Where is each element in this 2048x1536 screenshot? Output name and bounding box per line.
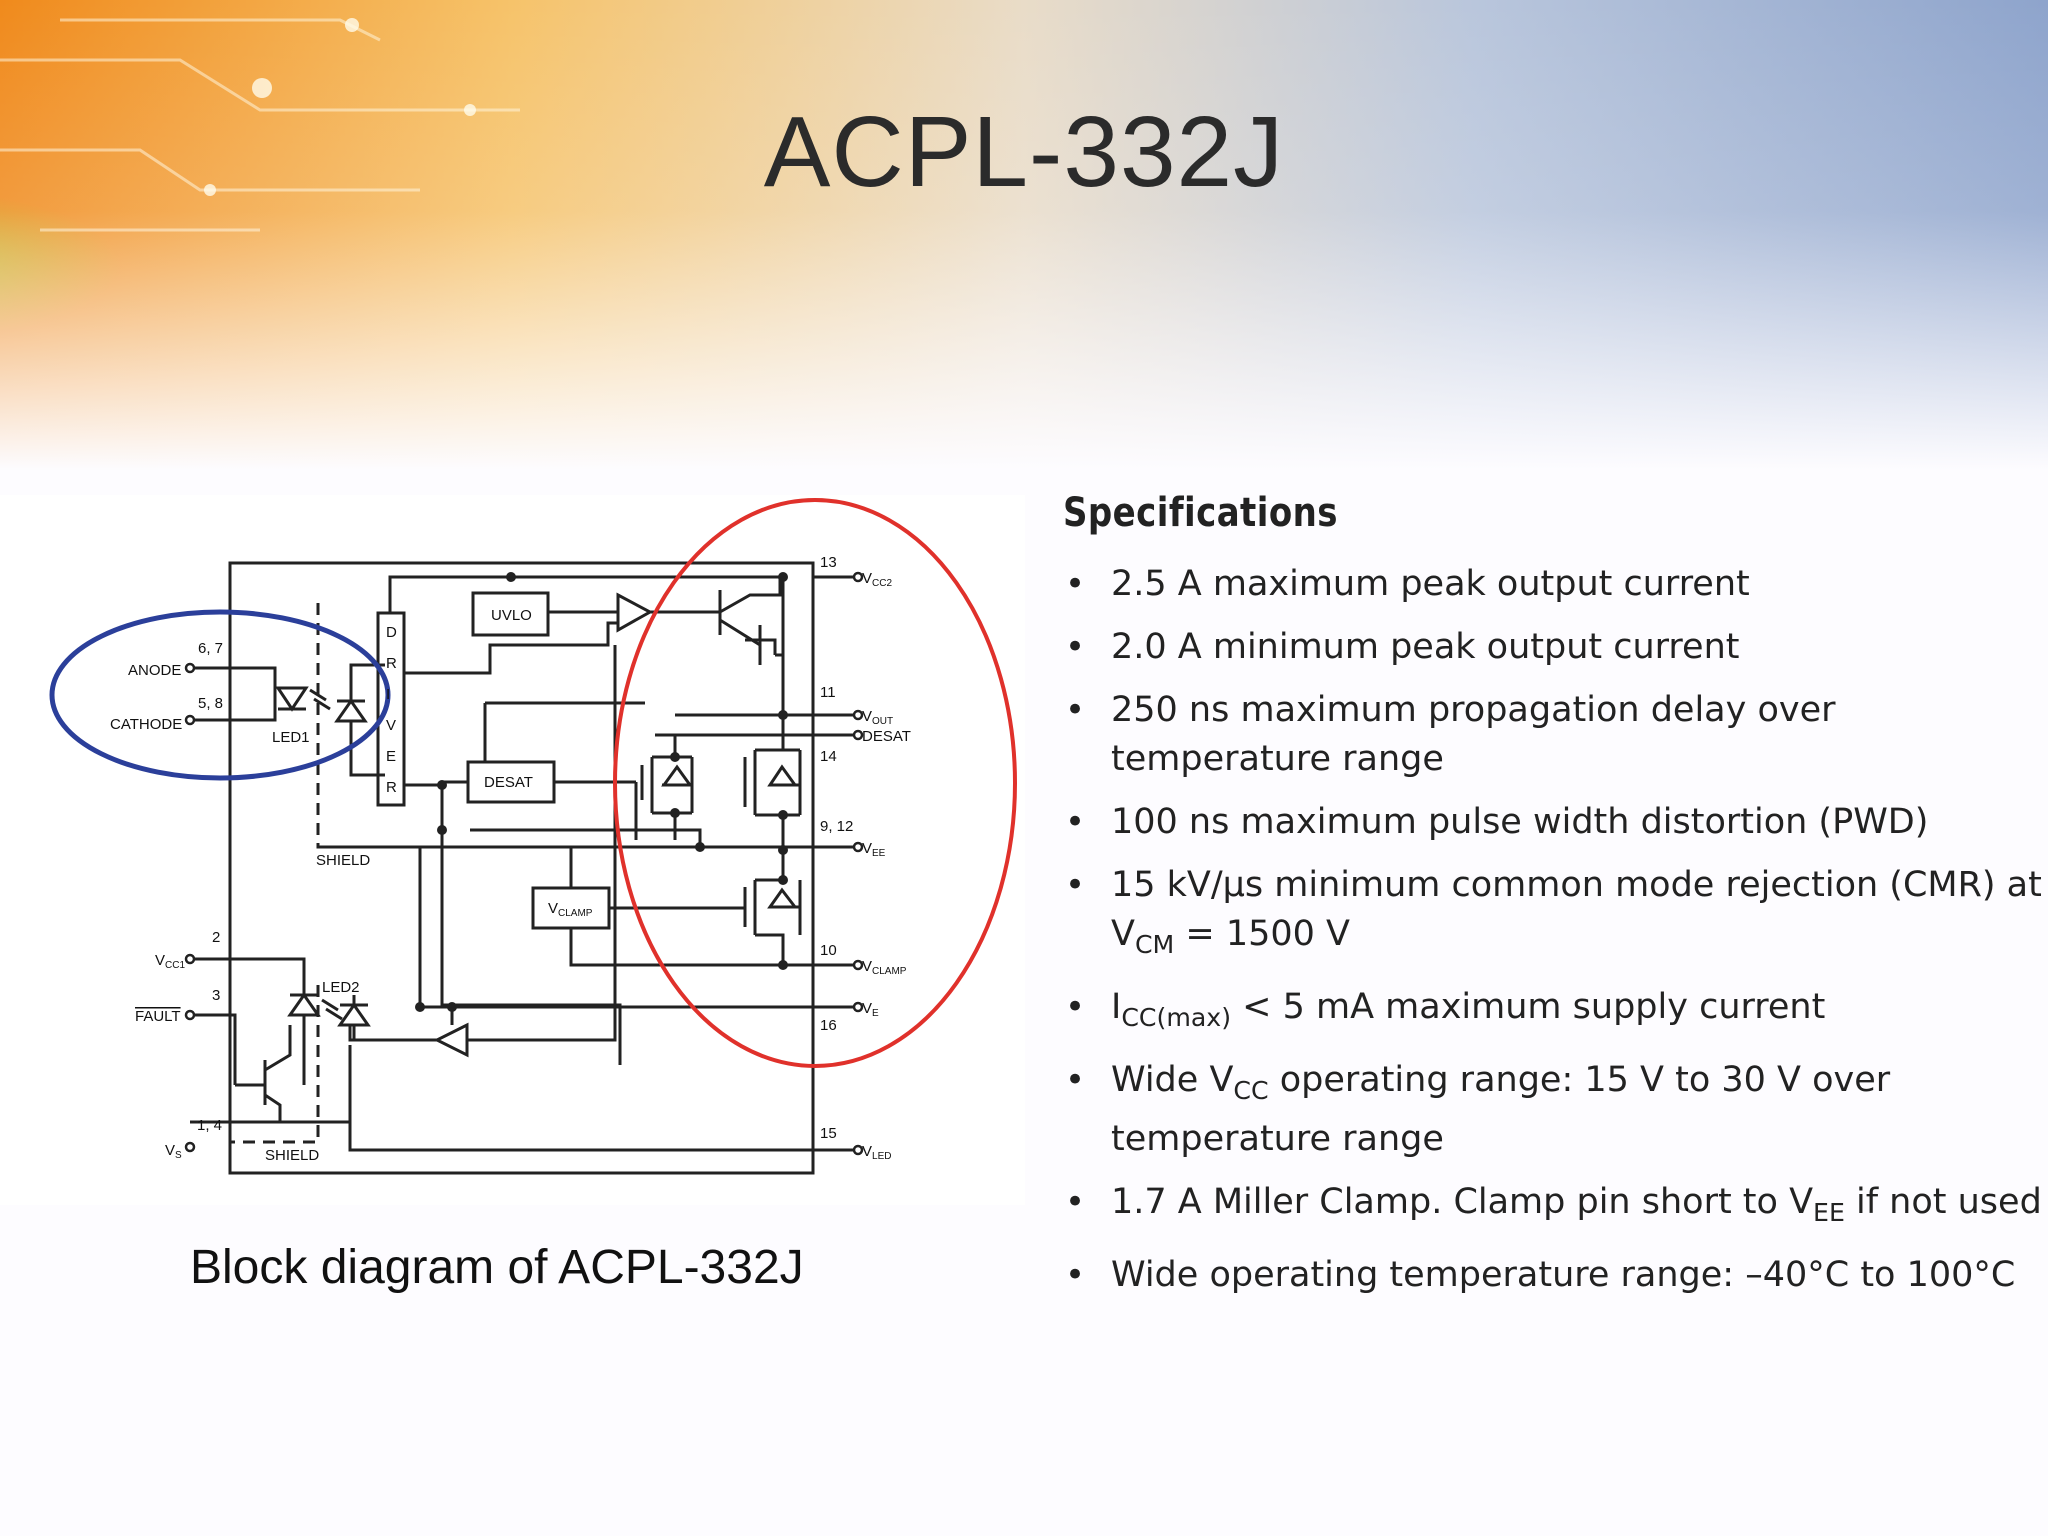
- ve-pin-number: 16: [820, 1017, 837, 1034]
- block-diagram-svg: 6, 7 ANODE 5, 8 CATHODE LED1 SHIELD 2 VC…: [49, 498, 1017, 1175]
- spec-text: 15 kV/μs minimum common mode rejection (…: [1111, 865, 2042, 959]
- uvlo-block: [471, 591, 550, 637]
- bullet-icon: •: [1065, 690, 1086, 730]
- input-highlight-ellipse: [49, 609, 391, 781]
- vs-pin-number: 1, 4: [197, 1117, 222, 1134]
- spec-item: • 100 ns maximum pulse width distortion (…: [1055, 798, 2045, 847]
- comparator-icon: [433, 1022, 469, 1058]
- vcc2-pin-number: 13: [820, 554, 837, 571]
- led2-label: LED2: [322, 979, 360, 996]
- spec-item: • 250 ns maximum propagation delay over t…: [1055, 686, 2045, 784]
- driver-letter: R: [386, 779, 397, 796]
- shield-label-bottom: SHIELD: [265, 1147, 319, 1164]
- ve-label: VE: [862, 1000, 879, 1019]
- bullet-icon: •: [1065, 802, 1086, 842]
- block-diagram: 6, 7 ANODE 5, 8 CATHODE LED1 SHIELD 2 VC…: [0, 495, 1025, 1205]
- vout-label: VOUT: [862, 708, 893, 727]
- spec-text: 2.5 A maximum peak output current: [1111, 564, 1750, 604]
- spec-item: • ICC(max) < 5 mA maximum supply current: [1055, 983, 2045, 1042]
- vcc2-label: VCC2: [862, 570, 892, 589]
- spec-text: 100 ns maximum pulse width distortion (P…: [1111, 802, 1929, 842]
- spec-text: ICC(max) < 5 mA maximum supply current: [1111, 987, 1826, 1032]
- spec-text: 2.0 A minimum peak output current: [1111, 627, 1740, 667]
- vled-pin-number: 15: [820, 1125, 837, 1142]
- bullet-icon: •: [1065, 1060, 1086, 1100]
- shield-label-top: SHIELD: [316, 852, 370, 869]
- bullet-icon: •: [1065, 987, 1086, 1027]
- led2-icon: [287, 992, 321, 1017]
- vcc1-label: VCC1: [155, 952, 185, 971]
- spec-item: • 2.5 A maximum peak output current: [1055, 560, 2045, 609]
- led1-label: LED1: [272, 729, 310, 746]
- slide-title: ACPL-332J: [763, 96, 1285, 208]
- bullet-icon: •: [1065, 1182, 1086, 1222]
- anode-label: ANODE: [128, 662, 181, 679]
- vee-pin-number: 9, 12: [820, 818, 853, 835]
- uvlo-label: UVLO: [491, 607, 532, 624]
- driver-letter: V: [386, 717, 396, 734]
- vee-label: VEE: [862, 840, 886, 859]
- specifications-heading: Specifications: [1063, 490, 1338, 536]
- bullet-icon: •: [1065, 627, 1086, 667]
- vclamp-block-label: VCLAMP: [548, 900, 593, 919]
- spec-item: • 15 kV/μs minimum common mode rejection …: [1055, 861, 2045, 969]
- diagram-caption: Block diagram of ACPL-332J: [190, 1241, 804, 1294]
- driver-letter: I: [386, 686, 390, 703]
- photodiode-icon: [334, 698, 368, 723]
- anode-pin-number: 6, 7: [198, 640, 223, 657]
- bullet-icon: •: [1065, 1255, 1086, 1295]
- cathode-pin-number: 5, 8: [198, 695, 223, 712]
- driver-letter: E: [386, 748, 396, 765]
- fault-label: FAULT: [135, 1008, 181, 1025]
- driver-letter: D: [386, 624, 397, 641]
- spec-item: • Wide operating temperature range: –40°C…: [1055, 1251, 2045, 1300]
- vclamp-pin-label: VCLAMP: [862, 958, 907, 977]
- driver-letter: R: [386, 655, 397, 672]
- spec-text: Wide VCC operating range: 15 V to 30 V o…: [1111, 1060, 1891, 1159]
- desat-block-label: DESAT: [484, 774, 533, 791]
- led1-icon: [275, 686, 309, 712]
- vclamp-pin-number: 10: [820, 942, 837, 959]
- spec-text: Wide operating temperature range: –40°C …: [1111, 1255, 2016, 1295]
- specifications-list: • 2.5 A maximum peak output current • 2.0 A…: [1055, 560, 2045, 1300]
- fault-pin-number: 3: [212, 987, 220, 1004]
- spec-item: • 1.7 A Miller Clamp. Clamp pin short to …: [1055, 1178, 2045, 1237]
- spec-text: 250 ns maximum propagation delay over te…: [1111, 690, 1836, 779]
- cathode-label: CATHODE: [110, 716, 182, 733]
- bullet-icon: •: [1065, 564, 1086, 604]
- desat-pin-number: 14: [820, 748, 837, 765]
- vcc1-pin-number: 2: [212, 929, 220, 946]
- desat-pin-label: DESAT: [862, 728, 911, 745]
- spec-item: • Wide VCC operating range: 15 V to 30 V …: [1055, 1056, 2045, 1164]
- vs-label: VS: [165, 1142, 182, 1161]
- output-highlight-ellipse: [613, 498, 1017, 1068]
- package-outline: [228, 561, 815, 1175]
- buffer-icon: [616, 592, 654, 633]
- vout-pin-number: 11: [820, 684, 836, 701]
- header-banner: [0, 0, 2048, 470]
- specifications-panel: Specifications • 2.5 A maximum peak outpu…: [1055, 490, 2045, 1314]
- spec-text: 1.7 A Miller Clamp. Clamp pin short to V…: [1111, 1182, 2042, 1227]
- vled-label: VLED: [862, 1143, 891, 1162]
- spec-item: • 2.0 A minimum peak output current: [1055, 623, 2045, 672]
- bullet-icon: •: [1065, 865, 1086, 905]
